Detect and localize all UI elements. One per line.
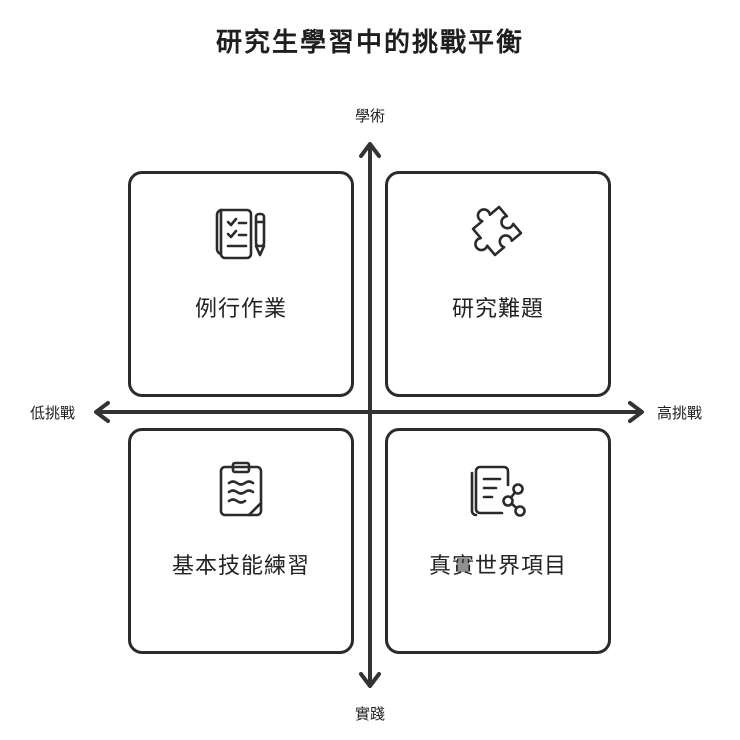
quadrant-label-bottom-left: 基本技能練習 — [171, 554, 310, 579]
axis-label-right: 高挑戰 — [657, 404, 703, 422]
quadrant-label-top-left: 例行作業 — [194, 297, 287, 322]
quadrant-top-left: 例行作業 — [128, 171, 354, 397]
arrow-right-icon — [628, 401, 644, 423]
axis-label-bottom: 實踐 — [354, 705, 385, 723]
quadrant-bottom-left: 基本技能練習 — [128, 428, 354, 654]
axis-label-top: 學術 — [354, 107, 385, 125]
diagram-title: 研究生學習中的挑戰平衡 — [215, 28, 524, 58]
axis-label-left: 低挑戰 — [30, 404, 76, 422]
document-share-icon — [470, 465, 526, 517]
arrow-up-icon — [359, 142, 381, 158]
puzzle-piece-icon — [471, 205, 523, 257]
arrow-down-icon — [359, 672, 381, 688]
arrow-left-icon — [94, 401, 110, 423]
notepad-pen-icon — [215, 208, 266, 260]
clipboard-icon — [219, 461, 263, 517]
quadrant-label-bottom-right: 真實世界項目 — [428, 554, 567, 579]
quadrant-label-top-right: 研究難題 — [451, 297, 544, 322]
quadrant-bottom-right: 真實世界項目 — [385, 428, 611, 654]
quadrant-top-right: 研究難題 — [385, 171, 611, 397]
